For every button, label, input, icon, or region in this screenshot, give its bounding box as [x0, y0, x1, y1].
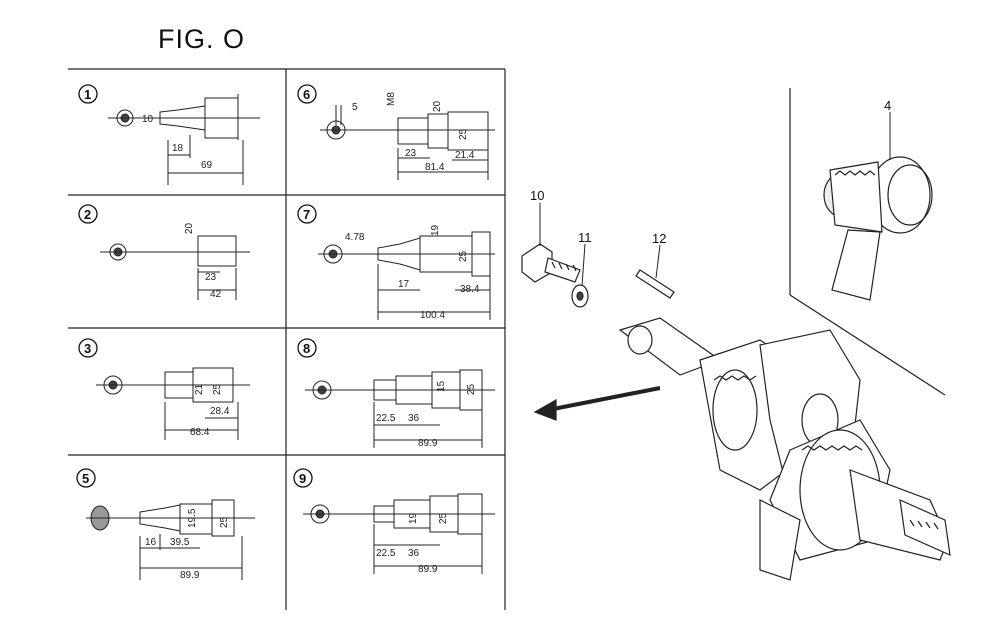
figure-title: FIG. O — [158, 24, 245, 54]
dim-label: M8 — [386, 92, 397, 106]
panel-8: 8 15 25 22.5 36 89.9 — [297, 338, 495, 449]
dim-label: 36 — [408, 413, 420, 424]
panel-2: 2 20 23 42 — [78, 204, 250, 300]
panel-number: 2 — [84, 207, 91, 222]
direction-arrow — [533, 386, 661, 421]
dim-label: 20 — [184, 222, 195, 234]
dim-label: 89.9 — [418, 564, 438, 575]
dim-label: 39.5 — [170, 537, 190, 548]
callout-11: 11 — [578, 230, 592, 245]
dim-label: 89.9 — [418, 438, 438, 449]
dim-label: 100.4 — [420, 310, 445, 321]
dim-label: 4.78 — [345, 232, 365, 243]
callout-4: 4 — [884, 98, 891, 113]
dim-label: 69 — [201, 160, 213, 171]
panel-number: 5 — [82, 471, 89, 486]
panel-7: 7 4.78 19 25 17 38.4 100.4 — [297, 204, 495, 321]
crankshaft-assembly — [521, 88, 951, 581]
governor-gear — [823, 156, 933, 301]
dim-label: 22.5 — [376, 548, 396, 559]
callout-10: 10 — [530, 188, 544, 203]
dim-label: 38.4 — [460, 284, 480, 295]
dim-label: 20 — [432, 100, 443, 112]
dim-label: 22.5 — [376, 413, 396, 424]
callout-12: 12 — [652, 231, 666, 246]
bolt-part — [521, 243, 581, 283]
panel-number: 9 — [299, 471, 306, 486]
dim-label: 19.5 — [187, 508, 198, 528]
panel-number: 6 — [303, 87, 310, 102]
dim-label: 89.9 — [180, 570, 200, 581]
panel-number: 8 — [303, 341, 310, 356]
dim-label: 36 — [408, 548, 420, 559]
dim-label: 25 — [219, 516, 230, 528]
panel-5: 5 19.5 25 16 39.5 89.9 — [76, 468, 255, 581]
dim-label: 19 — [408, 512, 419, 524]
dim-label: 21.4 — [455, 150, 475, 161]
dim-label: 81.4 — [425, 162, 445, 173]
dim-label: 5 — [352, 102, 358, 113]
crankshaft — [699, 329, 951, 581]
panel-9: 9 19 25 22.5 36 89.9 — [293, 468, 495, 575]
dim-label: 25 — [458, 128, 469, 140]
dim-label: 25 — [458, 250, 469, 262]
panel-6: 6 5 M8 20 25 23 21.4 81.4 — [297, 84, 495, 180]
dim-label: 68.4 — [190, 427, 210, 438]
dim-label: 19 — [430, 224, 441, 236]
dim-label: 17 — [398, 279, 410, 290]
dim-label: 23 — [205, 272, 217, 283]
dim-label: 16 — [145, 537, 157, 548]
dim-label: 25 — [438, 512, 449, 524]
panel-number: 7 — [303, 207, 310, 222]
dim-label: 15 — [436, 380, 447, 392]
panel-3: 3 21 25 28.4 68.4 — [78, 338, 250, 440]
dim-label: 25 — [466, 383, 477, 395]
pin-part — [635, 269, 675, 299]
panel-number: 3 — [84, 341, 91, 356]
dim-label: 25 — [212, 383, 223, 395]
dim-label: 21 — [194, 383, 205, 395]
dim-label: 28.4 — [210, 406, 230, 417]
panel-number: 1 — [84, 87, 91, 102]
dim-label: 18 — [172, 143, 184, 154]
dim-label: 10 — [142, 114, 154, 125]
dim-label: 42 — [210, 289, 222, 300]
dim-label: 23 — [405, 148, 417, 159]
panel-1: 1 10 18 69 — [78, 84, 260, 185]
